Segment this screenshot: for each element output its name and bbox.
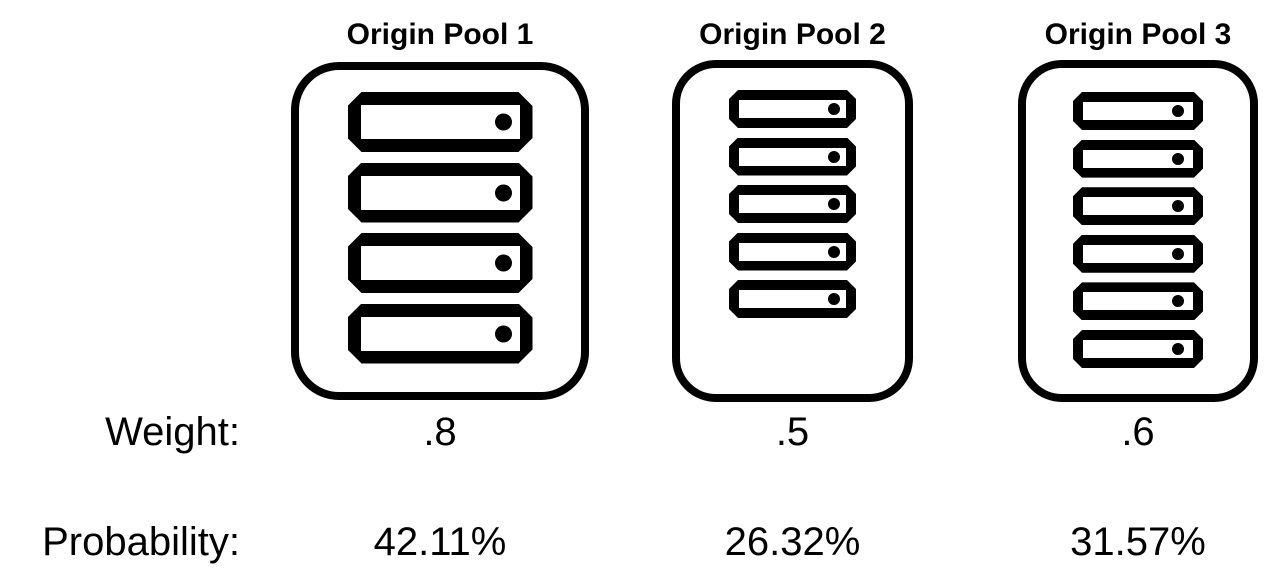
server-led-dot [828, 246, 840, 258]
server-icon [348, 163, 533, 223]
server-led-dot [1172, 153, 1184, 165]
server-face [1083, 245, 1193, 263]
server-icon [1073, 282, 1203, 320]
server-led-dot [1172, 200, 1184, 212]
pool-title: Origin Pool 3 [1044, 18, 1232, 51]
origin-pool-1: Origin Pool 1 .8 42.11% [291, 0, 589, 586]
server-led-dot [1172, 105, 1184, 117]
probability-value: 26.32% [724, 520, 861, 564]
weight-value: .8 [423, 410, 457, 454]
server-face [361, 317, 520, 351]
weight-value: .5 [775, 410, 810, 454]
server-led-dot [828, 103, 840, 115]
weight-value: .6 [1121, 410, 1155, 454]
server-led-dot [828, 293, 840, 305]
server-face [1083, 292, 1193, 310]
server-icon [1073, 330, 1203, 368]
server-face [739, 148, 846, 166]
probability-value: 42.11% [373, 520, 507, 564]
pool-box [672, 60, 913, 402]
server-icon [729, 185, 856, 223]
server-icon [729, 90, 856, 128]
server-face [739, 100, 846, 118]
probability-value: 31.57% [1070, 520, 1206, 564]
server-led-dot [1172, 248, 1184, 260]
server-face [361, 105, 520, 139]
server-icon [729, 233, 856, 271]
weight-row-label: Weight: [105, 410, 240, 454]
server-stack [299, 70, 581, 364]
server-icon [1073, 140, 1203, 178]
pool-title: Origin Pool 1 [346, 18, 534, 51]
server-led-dot [1172, 295, 1184, 307]
pool-box [291, 62, 589, 400]
server-face [1083, 102, 1193, 120]
server-face [739, 195, 846, 213]
server-icon [1073, 235, 1203, 273]
server-led-dot [828, 151, 840, 163]
server-icon [348, 92, 533, 152]
server-led-dot [495, 184, 512, 201]
server-face [739, 243, 846, 261]
server-face [1083, 197, 1193, 215]
pool-title: Origin Pool 2 [699, 18, 886, 51]
server-face [361, 176, 520, 210]
server-face [1083, 150, 1193, 168]
server-icon [348, 304, 533, 364]
server-icon [1073, 187, 1203, 225]
pool-box [1018, 60, 1258, 402]
server-led-dot [495, 114, 512, 131]
server-face [739, 290, 846, 308]
server-stack [1026, 68, 1250, 368]
server-led-dot [828, 198, 840, 210]
server-led-dot [495, 255, 512, 272]
server-stack [680, 68, 905, 318]
server-led-dot [495, 325, 512, 342]
server-icon [729, 280, 856, 318]
server-face [361, 246, 520, 280]
server-led-dot [1172, 343, 1184, 355]
server-icon [729, 138, 856, 176]
probability-row-label: Probability: [42, 520, 240, 564]
origin-pool-2: Origin Pool 2 .5 26.32% [672, 0, 913, 586]
server-icon [348, 233, 533, 293]
origin-pool-3: Origin Pool 3 .6 31.57% [1018, 0, 1258, 586]
server-icon [1073, 92, 1203, 130]
server-face [1083, 340, 1193, 358]
